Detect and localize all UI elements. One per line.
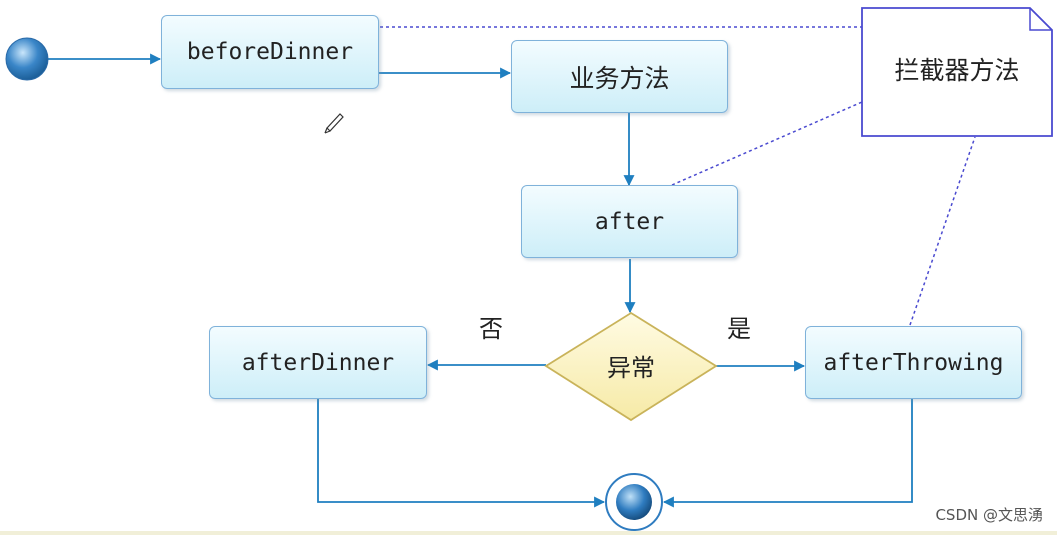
business-method-node: 业务方法	[511, 40, 728, 113]
after-dinner-node: afterDinner	[209, 326, 427, 399]
edge-after-throwing-to-end	[662, 399, 913, 508]
before-dinner-label: beforeDinner	[186, 39, 354, 65]
after-label: after	[594, 208, 665, 235]
before-dinner-node: beforeDinner	[161, 15, 379, 89]
edge-label-yes: 是	[727, 315, 751, 343]
business-method-label: 业务方法	[569, 63, 670, 93]
edge-after-dinner-to-end	[317, 399, 606, 508]
start-node-icon	[5, 37, 49, 81]
after-dinner-label: afterDinner	[241, 349, 395, 376]
note-link-after	[671, 101, 863, 186]
after-throwing-node: afterThrowing	[805, 326, 1022, 399]
flow-connectors	[48, 53, 913, 508]
exception-decision-shape	[544, 311, 718, 422]
interceptor-note-label: 拦截器方法	[894, 56, 1020, 85]
edge-label-no: 否	[479, 315, 503, 343]
after-throwing-label: afterThrowing	[823, 349, 1004, 376]
note-link-after-throwing	[909, 136, 976, 326]
after-node: after	[521, 185, 738, 258]
pencil-cursor-icon	[324, 113, 344, 134]
end-node-icon	[605, 473, 663, 531]
interceptor-note	[861, 7, 1053, 137]
bottom-strip	[0, 531, 1057, 535]
exception-decision-label: 异常	[607, 353, 655, 382]
note-links	[380, 26, 976, 326]
watermark: CSDN @文思湧	[935, 506, 1043, 524]
